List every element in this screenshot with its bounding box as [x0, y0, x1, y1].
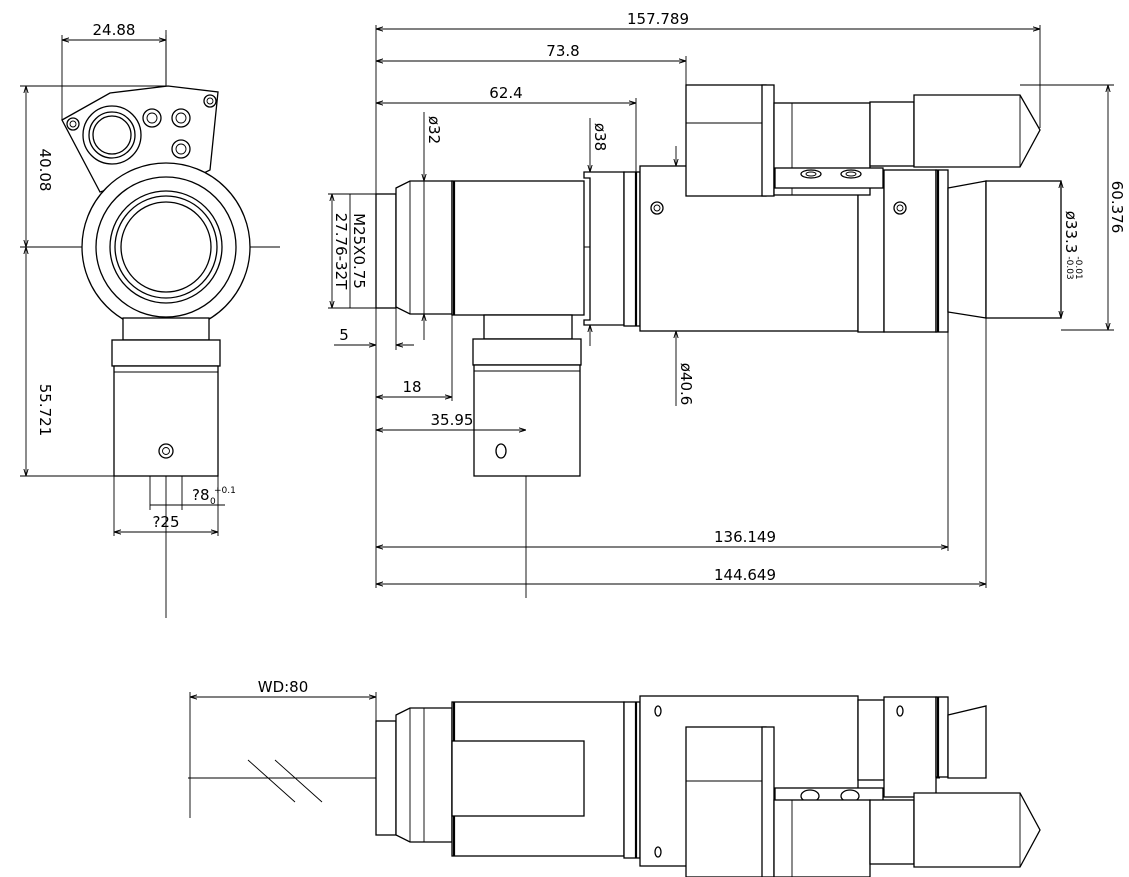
dim-dia-33-3-tol-lower: -0.03 — [1064, 256, 1074, 279]
dim-dia-32: ø32 — [425, 116, 443, 144]
dim-144-649: 144.649 — [714, 566, 776, 584]
dim-thread: M25X0.75 — [350, 213, 368, 289]
dim-5: 5 — [339, 326, 349, 344]
dim-73-8: 73.8 — [546, 42, 579, 60]
dim-60-376: 60.376 — [1108, 181, 1126, 234]
bottom-view: WD:80 — [188, 678, 1041, 877]
side-view: 157.789 73.8 62.4 ø32 ø38 M25X0.75 27.76… — [328, 10, 1126, 598]
dim-35-95: 35.95 — [431, 411, 474, 429]
dim-25: ?25 — [152, 513, 179, 531]
dim-157-789: 157.789 — [627, 10, 689, 28]
dim-dia-33-3: ø33.3 — [1062, 211, 1080, 254]
dim-55-721: 55.721 — [36, 384, 54, 437]
dim-dia-33-3-tol-upper: -0.01 — [1073, 256, 1083, 279]
dim-dia-38: ø38 — [591, 123, 609, 151]
dim-62-4: 62.4 — [489, 84, 522, 102]
dim-136-149: 136.149 — [714, 528, 776, 546]
dim-thread-depth: 27.76-32T — [332, 213, 350, 290]
dim-8-tol-lower: 0 — [210, 497, 216, 507]
dim-18: 18 — [402, 378, 421, 396]
dim-8: ?8 — [192, 486, 210, 504]
dim-working-distance: WD:80 — [258, 678, 309, 696]
dim-dia-40-6: ø40.6 — [677, 363, 695, 406]
dim-8-tol-upper: +0.1 — [214, 486, 236, 496]
end-view: 24.88 40.08 55.721 ?8 +0.1 0 ?25 — [20, 21, 280, 618]
dim-40-08: 40.08 — [36, 149, 54, 192]
dim-24-88: 24.88 — [93, 21, 136, 39]
